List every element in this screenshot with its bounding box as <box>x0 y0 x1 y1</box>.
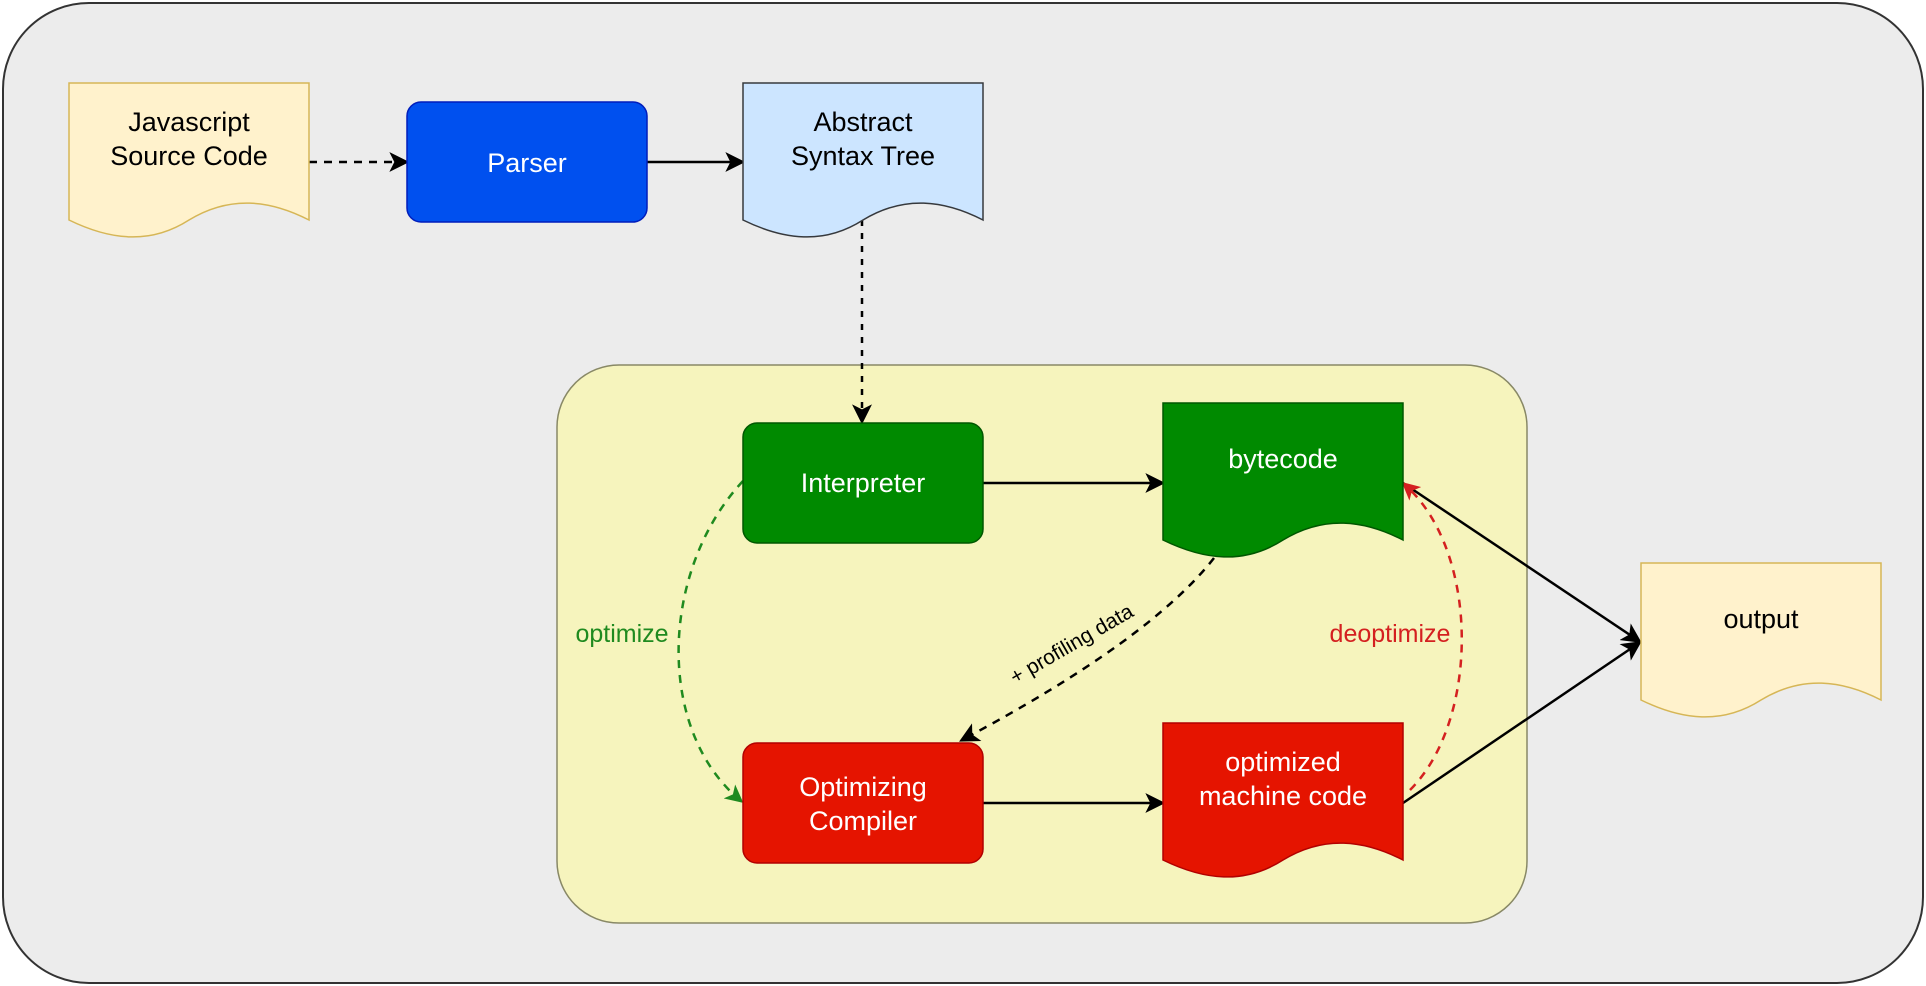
output-label: output <box>1723 604 1799 634</box>
compiler-line1: Optimizing <box>799 772 927 802</box>
edge-optimize <box>677 480 744 803</box>
node-machine-code: optimized machine code <box>1162 722 1404 878</box>
optimize-label: optimize <box>575 620 668 648</box>
node-output: output <box>1640 562 1882 718</box>
edge-bytecode-to-output <box>1402 481 1642 643</box>
ast-line1: Abstract <box>813 107 913 137</box>
deoptimize-label: deoptimize <box>1330 620 1451 648</box>
source-code-line2: Source Code <box>110 141 268 171</box>
compiler-line2: Compiler <box>809 806 917 836</box>
edge-profiling-data <box>959 557 1215 742</box>
source-code-line1: Javascript <box>128 107 250 137</box>
bytecode-label: bytecode <box>1228 444 1338 474</box>
node-interpreter: Interpreter <box>742 422 984 544</box>
node-optimizing-compiler: Optimizing Compiler <box>742 742 984 864</box>
machine-code-line2: machine code <box>1199 781 1367 811</box>
edge-deoptimize <box>1401 482 1463 791</box>
parser-label: Parser <box>487 148 567 178</box>
node-source-code: Javascript Source Code <box>68 82 310 238</box>
node-ast: Abstract Syntax Tree <box>742 82 984 238</box>
ast-line2: Syntax Tree <box>791 141 935 171</box>
edge-machine-code-to-output <box>1402 641 1642 805</box>
node-bytecode: bytecode <box>1162 402 1404 558</box>
interpreter-label: Interpreter <box>801 468 926 498</box>
node-parser: Parser <box>406 101 648 223</box>
machine-code-line1: optimized <box>1225 747 1341 777</box>
